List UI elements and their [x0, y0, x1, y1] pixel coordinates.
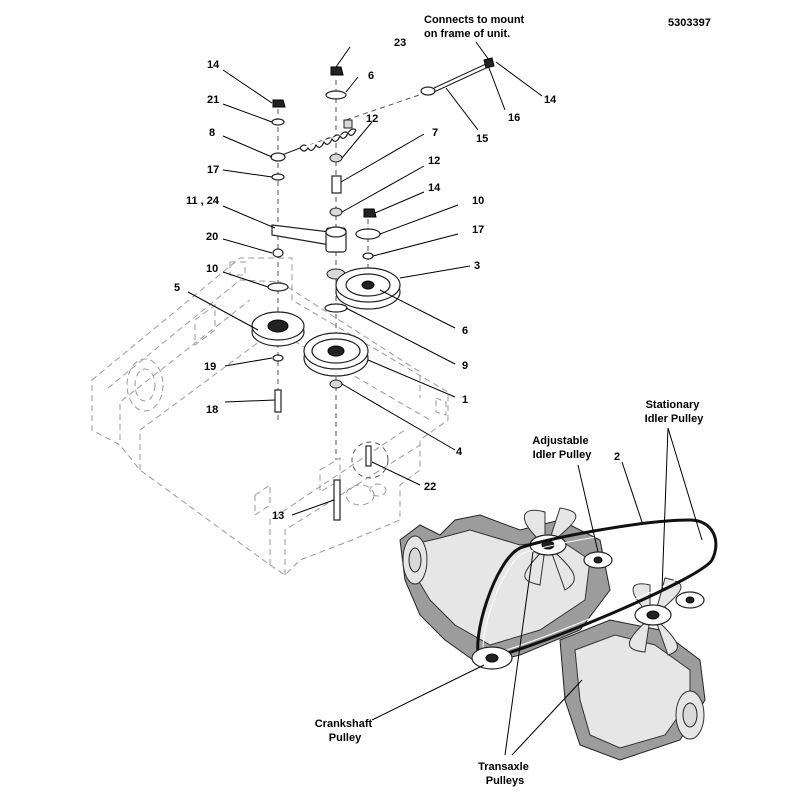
fan-right	[628, 577, 682, 656]
idler-pulley-3	[335, 267, 401, 310]
adjustable-idler-pulley	[583, 551, 613, 569]
callout-6-top: 6	[368, 70, 374, 82]
callout-14-mid: 14	[428, 182, 441, 194]
callout-12-top: 12	[366, 113, 378, 125]
idler-arm	[271, 224, 347, 253]
callout-3: 3	[474, 260, 480, 272]
adjusting-rod	[420, 57, 495, 96]
callout-17-left: 17	[207, 164, 219, 176]
label-transaxle-pulleys: Transaxle Pulleys	[478, 761, 532, 787]
callout-17-right: 17	[472, 224, 484, 236]
figure-id: 5303397	[668, 17, 711, 29]
callout-11-24: 11 , 24	[186, 195, 220, 207]
label-stationary-idler-pulley: Stationary Idler Pulley	[645, 399, 705, 425]
right-stack	[355, 208, 381, 467]
callout-20: 20	[206, 231, 218, 243]
callout-16: 16	[508, 112, 520, 124]
callouts: 23 6 14 21 8 12 7 12 17 14 10 11 , 24 20…	[174, 37, 620, 522]
callout-14-right: 14	[544, 94, 557, 106]
frame-outline	[91, 257, 449, 576]
callout-23: 23	[394, 37, 406, 49]
callout-10-right: 10	[472, 195, 484, 207]
callout-8: 8	[209, 127, 215, 139]
callout-2: 2	[614, 451, 620, 463]
drive-belt	[476, 518, 718, 662]
callout-6-bottom: 6	[462, 325, 468, 337]
pulley-1	[303, 332, 369, 377]
label-crankshaft-pulley: Crankshaft Pulley	[315, 718, 376, 744]
crankshaft-pulley	[471, 646, 513, 670]
callout-14-left: 14	[207, 59, 220, 71]
mount-note-line-1: Connects to mount	[424, 14, 525, 26]
callout-1: 1	[462, 394, 468, 406]
callout-5: 5	[174, 282, 180, 294]
callout-9: 9	[462, 360, 468, 372]
callout-12-mid: 12	[428, 155, 440, 167]
left-stack	[267, 99, 289, 413]
callout-10-left: 10	[206, 263, 218, 275]
pulley-labels: Adjustable Idler Pulley Stationary Idler…	[315, 399, 704, 787]
stationary-idler-pulley	[675, 591, 705, 609]
callout-15: 15	[476, 133, 488, 145]
leader-lines	[187, 41, 703, 756]
callout-4: 4	[456, 446, 463, 458]
mount-note-line-2: on frame of unit.	[424, 28, 510, 40]
mount-note: Connects to mount on frame of unit.	[424, 14, 527, 40]
callout-19: 19	[204, 361, 216, 373]
callout-13: 13	[272, 510, 284, 522]
callout-7: 7	[432, 127, 438, 139]
callout-22: 22	[424, 481, 436, 493]
label-adjustable-idler-pulley: Adjustable Idler Pulley	[532, 435, 592, 461]
callout-21: 21	[207, 94, 219, 106]
callout-18: 18	[206, 404, 218, 416]
spring	[281, 119, 357, 156]
pulley-5	[251, 311, 305, 347]
